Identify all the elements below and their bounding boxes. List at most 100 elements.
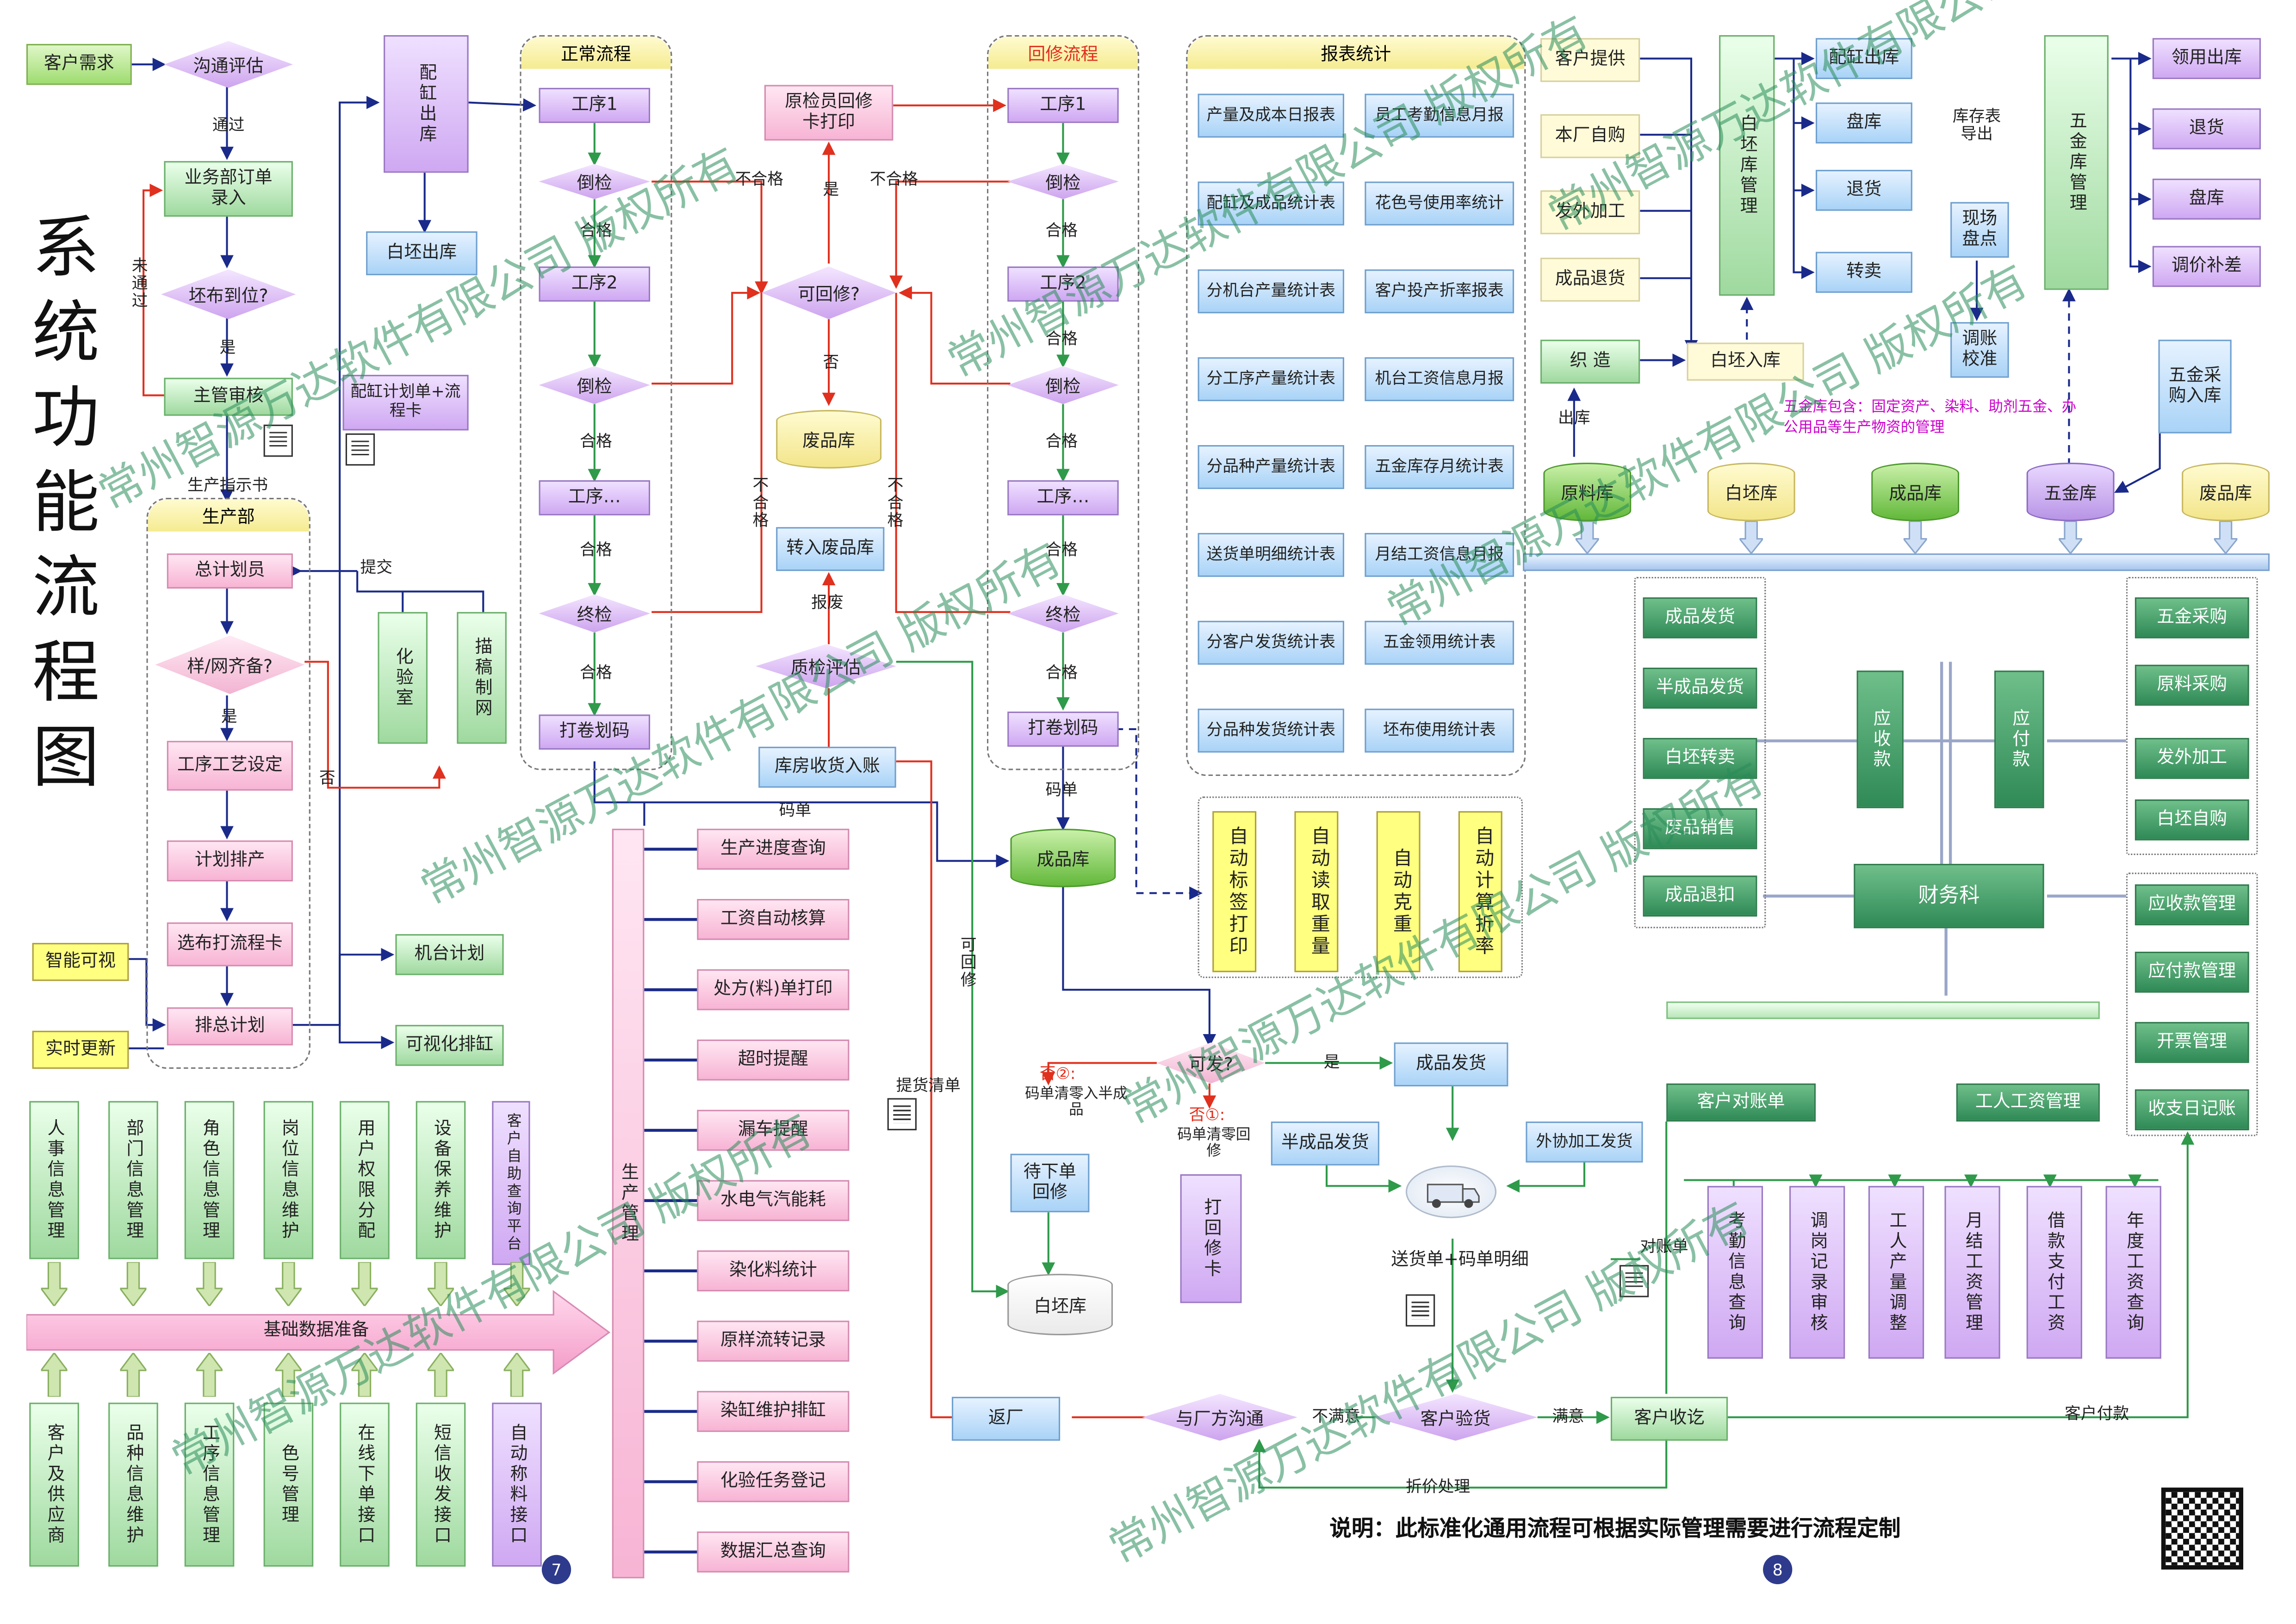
roll-code-box: 打卷划码 xyxy=(539,714,651,750)
customer-check-decision: 客户验货 xyxy=(1373,1394,1537,1441)
rw-inspect-1-label: 倒检 xyxy=(1045,172,1081,193)
hw-op-2: 盘库 xyxy=(2152,179,2261,220)
rework-no: 否 xyxy=(823,353,839,372)
page-number-left-text: 7 xyxy=(551,1560,562,1579)
reconcile-doc-icon xyxy=(1619,1265,1649,1297)
report-left-0: 产量及成本日报表 xyxy=(1198,93,1345,138)
fin-left-0: 成品发货 xyxy=(1643,597,1757,638)
prod-item-3: 超时提醒 xyxy=(697,1039,850,1081)
hw-mgmt: 五金库管理 xyxy=(2044,35,2109,290)
auto-read-weight: 自动读取重量 xyxy=(1294,811,1339,973)
factory-comm-decision: 与厂方沟通 xyxy=(1142,1394,1297,1441)
fabric-ready-decision: 坯布到位? xyxy=(161,269,296,319)
fin-right-0: 五金采购 xyxy=(2135,597,2249,638)
finance-right2-group xyxy=(2126,873,2258,1136)
report-right-4: 五金库存月统计表 xyxy=(1365,445,1514,489)
fin-right2-0: 应收款管理 xyxy=(2135,884,2249,925)
hw-note: 五金库包含：固定资产、染料、助剂五金、办公用品等生产物资的管理 xyxy=(1783,399,2077,437)
source-2: 发外加工 xyxy=(1540,190,1640,235)
select-card: 选布打流程卡 xyxy=(167,922,293,967)
warehouse-receipt: 库房收货入账 xyxy=(758,746,896,788)
plan-schedule: 计划排产 xyxy=(167,840,293,882)
qualified-3: 合格 xyxy=(580,540,612,559)
prod-item-connector xyxy=(644,1410,697,1413)
source-3: 成品退货 xyxy=(1540,257,1640,302)
report-right-2: 客户投产折率报表 xyxy=(1365,269,1514,314)
unqualified-4: 不合格 xyxy=(869,170,918,189)
rw-final-inspect-decision: 终检 xyxy=(1007,595,1119,632)
no2-label: 否②: xyxy=(1039,1064,1076,1084)
unqualified-3: 不合格 xyxy=(887,476,904,531)
master-planner: 总计划员 xyxy=(167,553,293,589)
semi-ship: 半成品发货 xyxy=(1271,1122,1379,1165)
pass-label: 通过 xyxy=(212,115,245,135)
no-label-1: 否 xyxy=(319,769,335,788)
no1-desc: 码单清零回修 xyxy=(1177,1127,1251,1160)
basic-arrow xyxy=(25,1289,612,1376)
store-down-arrow-icon xyxy=(1738,520,1765,555)
rework-flow-group: 回修流程 xyxy=(987,35,1139,770)
fin-left-4: 成品退扣 xyxy=(1643,875,1757,917)
prod-dept-header: 生产部 xyxy=(148,499,309,532)
basic-bottom-1: 品种信息维护 xyxy=(108,1402,158,1567)
fin-right2-1: 应付款管理 xyxy=(2135,951,2249,993)
prod-item-10: 数据汇总查询 xyxy=(697,1531,850,1573)
outsource-ship: 外协加工发货 xyxy=(1526,1122,1643,1163)
prod-item-connector xyxy=(644,1269,697,1272)
code-sheet-2: 码单 xyxy=(1045,780,1078,800)
report-left-1: 配缸及成品统计表 xyxy=(1198,181,1345,226)
prod-item-1: 工资自动核算 xyxy=(697,899,850,940)
report-right-1: 花色号使用率统计 xyxy=(1365,181,1514,226)
payable-box: 应付款 xyxy=(1994,670,2044,808)
customer-pay-label: 客户付款 xyxy=(2064,1404,2129,1423)
customer-check-label: 客户验货 xyxy=(1420,1407,1491,1428)
basic-top-arrow-icon xyxy=(273,1261,304,1308)
op-more-box: 工序… xyxy=(539,480,651,515)
prod-item-8: 染缸维护排缸 xyxy=(697,1391,850,1432)
store-2: 成品库 xyxy=(1871,462,1960,521)
master-plan: 排总计划 xyxy=(167,1007,293,1046)
op1-box: 工序1 xyxy=(539,87,651,123)
rw-qualified-4: 合格 xyxy=(1045,540,1078,559)
delivery-truck-icon xyxy=(1405,1165,1497,1218)
basic-bottom-arrow-icon xyxy=(426,1351,456,1398)
basic-bottom-arrow-icon xyxy=(273,1351,304,1398)
basic-top-2: 角色信息管理 xyxy=(184,1101,235,1259)
basic-top-arrow-icon xyxy=(39,1261,69,1308)
basic-top-arrow-icon xyxy=(194,1261,224,1308)
basic-top-6: 客户自助查询平台 xyxy=(492,1101,530,1265)
store-1: 白坯库 xyxy=(1707,462,1795,521)
report-left-4: 分品种产量统计表 xyxy=(1198,445,1345,489)
prod-item-9: 化验任务登记 xyxy=(697,1461,850,1502)
basic-bottom-0: 客户及供应商 xyxy=(29,1402,79,1567)
sketch-box: 描稿制网 xyxy=(457,612,507,744)
prod-item-connector xyxy=(644,1128,697,1132)
rw-qualified-3: 合格 xyxy=(1045,432,1078,451)
fin-right-1: 原料采购 xyxy=(2135,664,2249,706)
order-entry: 业务部订单录入 xyxy=(164,161,293,217)
hr-5: 年度工资查询 xyxy=(2105,1186,2161,1359)
vat-plan-card: 配缸计划单+流程卡 xyxy=(342,375,469,431)
store-label-2: 成品库 xyxy=(1889,482,1942,503)
prod-item-connector xyxy=(644,1058,697,1062)
rw-inspect-2-label: 倒检 xyxy=(1045,375,1081,396)
yes-label-1: 是 xyxy=(219,338,236,358)
submit-label: 提交 xyxy=(360,558,393,577)
to-scrap: 转入废品库 xyxy=(776,527,885,571)
ship-list-label: 提货清单 xyxy=(896,1076,961,1096)
store-down-arrow-icon xyxy=(1902,520,1929,555)
vat-out: 配缸出库 xyxy=(384,35,469,173)
store-label-1: 白坯库 xyxy=(1725,482,1778,503)
out-store-label: 出库 xyxy=(1558,408,1590,428)
basic-top-arrow-icon xyxy=(502,1261,532,1308)
delivery-note-label: 送货单+码单明细 xyxy=(1391,1249,1529,1270)
prod-item-connector xyxy=(644,1480,697,1483)
report-left-6: 分客户发货统计表 xyxy=(1198,620,1345,665)
basic-top-5: 设备保养维护 xyxy=(416,1101,466,1259)
vat-plan-doc-icon xyxy=(345,433,375,466)
ship-yes: 是 xyxy=(1323,1053,1340,1072)
rw-roll-code-box: 打卷划码 xyxy=(1007,711,1119,747)
auto-fold-rate: 自动计算折率 xyxy=(1458,811,1502,973)
finished-ship: 成品发货 xyxy=(1394,1042,1508,1087)
